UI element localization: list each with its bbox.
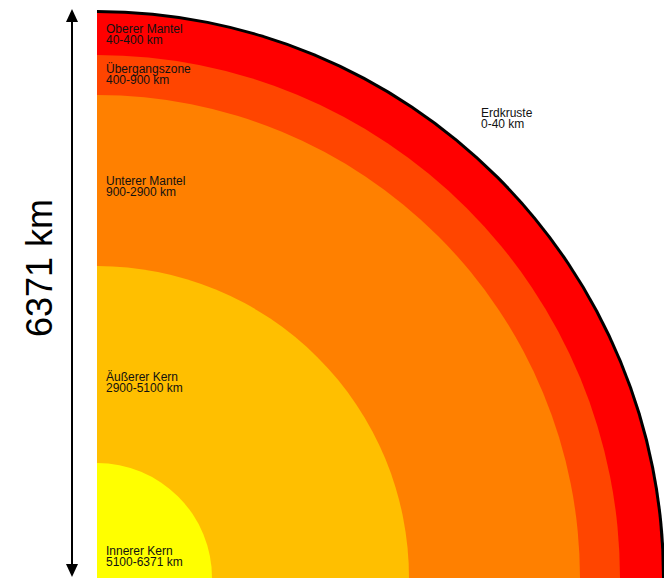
depth-range: 2900-5100 km <box>106 383 183 394</box>
upper-mantle-band: Oberer Mantel40-400 km <box>106 24 183 46</box>
inner-core-disc <box>97 463 212 578</box>
radius-arrow-head <box>66 9 78 22</box>
crust-outline <box>97 10 664 578</box>
lower-mantle-band <box>97 95 580 578</box>
upper-mantle-band <box>97 13 662 578</box>
layer-name: Innerer Kern <box>106 546 183 557</box>
transition-zone-band: Übergangszone400-900 km <box>106 64 191 86</box>
depth-range: 900-2900 km <box>106 187 185 198</box>
inner-core-disc: Innerer Kern5100-6371 km <box>106 546 183 568</box>
outer-core-band <box>97 266 409 578</box>
layer-name: Erdkruste <box>481 108 532 119</box>
crust-label: Erdkruste0-40 km <box>481 108 532 130</box>
depth-range: 5100-6371 km <box>106 557 183 568</box>
layer-name: Unterer Mantel <box>106 176 185 187</box>
transition-zone-band <box>97 55 620 578</box>
depth-range: 400-900 km <box>106 75 191 86</box>
depth-range: 40-400 km <box>106 35 183 46</box>
layer-name: Oberer Mantel <box>106 24 183 35</box>
layer-name: Übergangszone <box>106 64 191 75</box>
layer-name: Äußerer Kern <box>106 372 183 383</box>
lower-mantle-band: Unterer Mantel900-2900 km <box>106 176 185 198</box>
depth-range: 0-40 km <box>481 119 532 130</box>
radius-arrow-head <box>66 564 78 577</box>
radius-arrow-line <box>71 16 73 570</box>
radius-dimension: 6371 km <box>20 199 60 337</box>
outer-core-band: Äußerer Kern2900-5100 km <box>106 372 183 394</box>
